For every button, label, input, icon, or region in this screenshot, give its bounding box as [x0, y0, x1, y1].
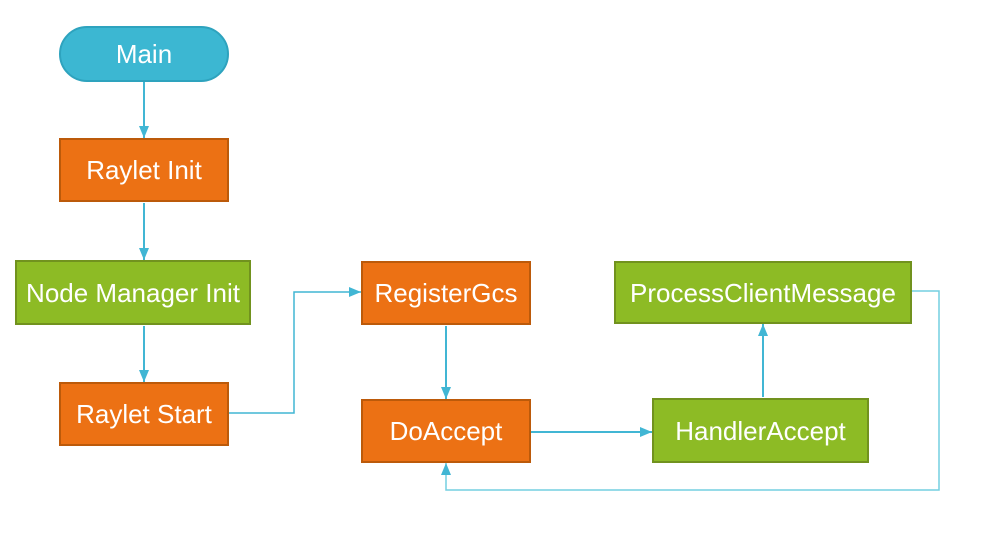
edge-process-client-message-to-do-accept [441, 290, 940, 491]
node-register-gcs-label: RegisterGcs [374, 278, 518, 308]
node-raylet-init-label: Raylet Init [86, 155, 202, 185]
node-do-accept-label: DoAccept [389, 416, 503, 446]
node-raylet-start-label: Raylet Start [76, 399, 212, 429]
node-do-accept: DoAccept [361, 399, 531, 463]
node-node-manager-init: Node Manager Init [15, 260, 251, 325]
edge-raylet-start-to-register-gcs [229, 287, 361, 414]
node-register-gcs: RegisterGcs [361, 261, 531, 325]
node-raylet-init: Raylet Init [59, 138, 229, 202]
node-process-client-message: ProcessClientMessage [614, 261, 912, 324]
node-handler-accept-label: HandlerAccept [675, 415, 846, 446]
node-process-client-message-label: ProcessClientMessage [630, 277, 896, 308]
node-raylet-start: Raylet Start [59, 382, 229, 446]
node-handler-accept: HandlerAccept [652, 398, 869, 463]
node-main: Main [59, 26, 229, 82]
node-main-label: Main [115, 39, 173, 69]
node-node-manager-init-label: Node Manager Init [26, 277, 240, 308]
